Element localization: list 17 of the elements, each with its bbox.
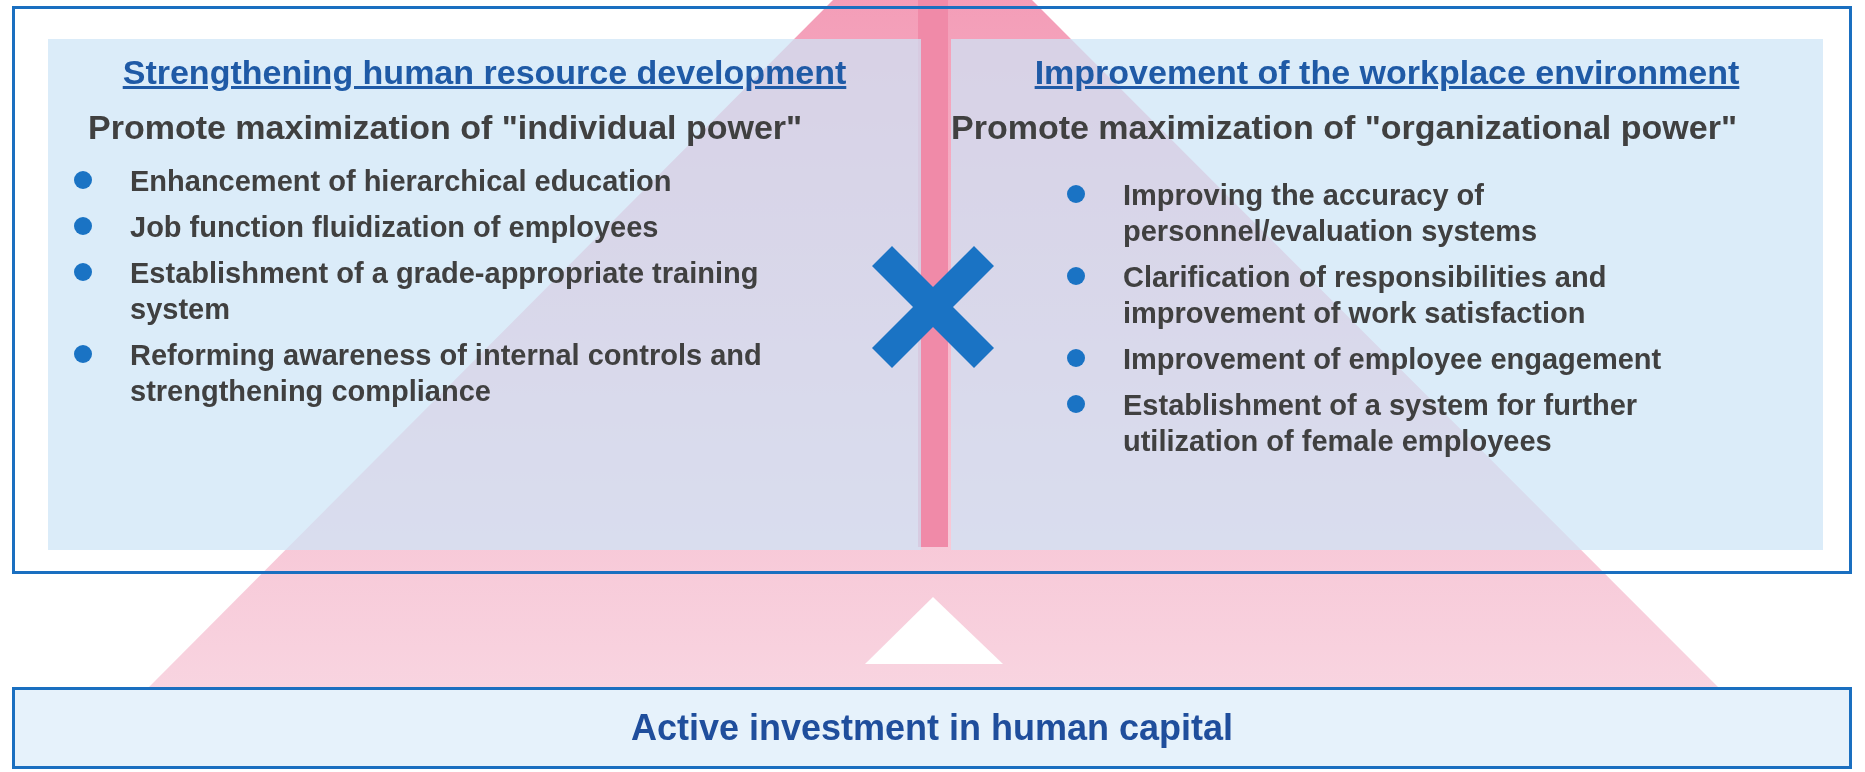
- panel-subheading: Promote maximization of "individual power": [87, 108, 804, 147]
- foundation-text: Active investment in human capital: [630, 707, 1234, 749]
- panel: [48, 39, 921, 550]
- panel: [951, 39, 1823, 550]
- foundation-box: [12, 687, 1852, 769]
- frame-box: [12, 6, 1852, 574]
- panel-heading: Strengthening human resource development: [121, 53, 848, 92]
- list-item-text: Clarification of responsibilities and improvement of work satisfaction: [1123, 260, 1608, 331]
- panel-heading: Improvement of the workplace environment: [1033, 53, 1741, 92]
- list-item-text: Enhancement of hierarchical education: [130, 164, 672, 199]
- list-item-text: Improving the accuracy of personnel/evaluation systems: [1123, 178, 1539, 249]
- list-item-text: Improvement of employee engagement: [1123, 342, 1662, 377]
- list-item-text: Establishment of a grade-appropriate training system: [130, 256, 760, 327]
- list-item-text: Reforming awareness of internal controls and strengthening compliance: [130, 338, 763, 409]
- list-item-text: Establishment of a system for further utilization of female employees: [1123, 388, 1639, 459]
- list-item-text: Job function fluidization of employees: [130, 210, 659, 245]
- panel-subheading: Promote maximization of "organizational power": [951, 108, 1738, 147]
